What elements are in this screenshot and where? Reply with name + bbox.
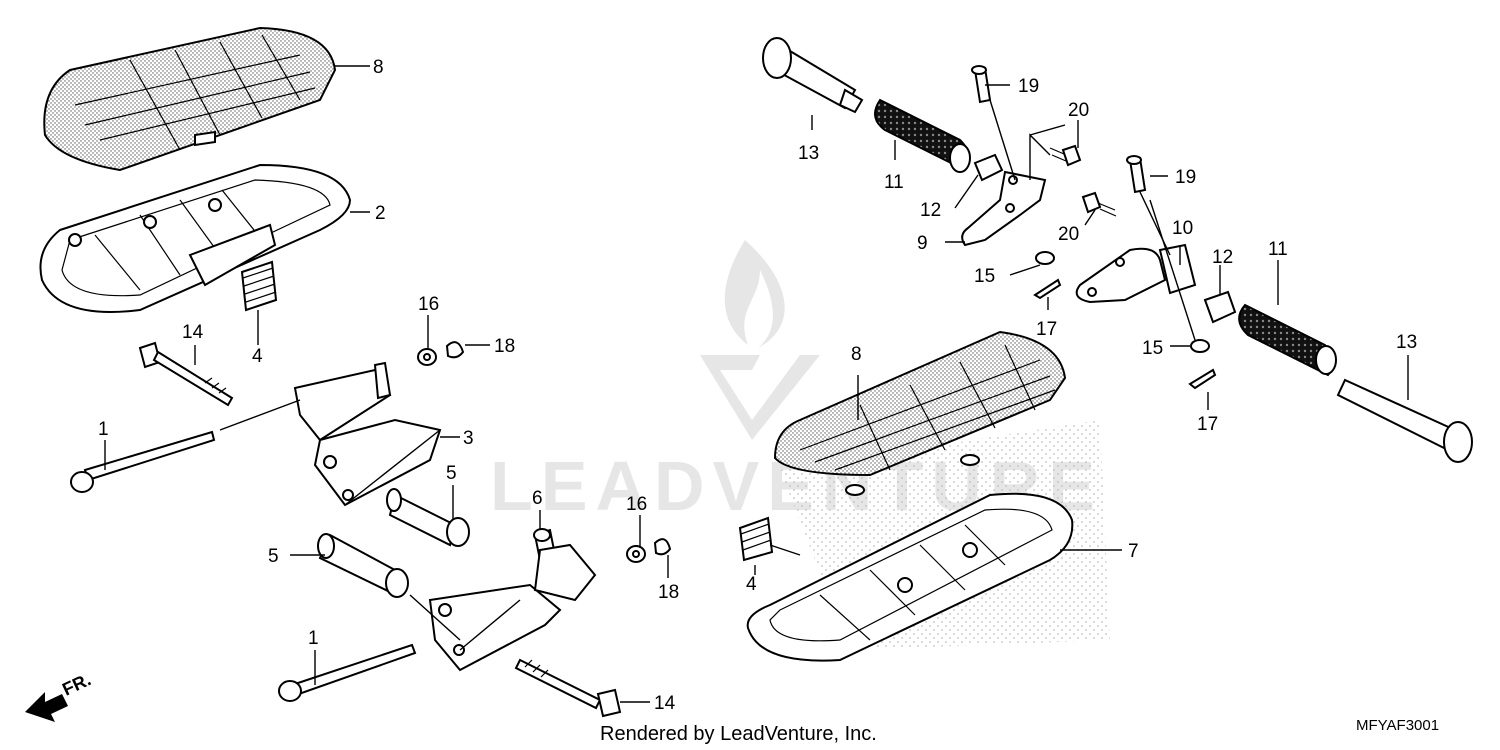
callout-5-lower: 5 bbox=[268, 546, 279, 567]
callout-17-right: 17 bbox=[1197, 414, 1218, 435]
callout-1-lower: 1 bbox=[308, 628, 319, 649]
part-17-cotter-right[interactable] bbox=[1188, 368, 1217, 390]
part-20-bolt-lower[interactable] bbox=[1081, 191, 1117, 217]
part-13-peg-end-upper[interactable] bbox=[762, 37, 864, 114]
part-11-grip-upper[interactable] bbox=[874, 98, 971, 173]
part-4-spring-left[interactable] bbox=[240, 260, 278, 312]
callout-20-lower: 20 bbox=[1058, 224, 1079, 245]
leader-lines-left bbox=[104, 65, 669, 703]
callout-4-left: 4 bbox=[252, 346, 263, 367]
part-1-pivot-pin-lower[interactable] bbox=[278, 643, 417, 702]
part-19-pin-upper[interactable] bbox=[971, 65, 992, 104]
callout-18-upper: 18 bbox=[494, 336, 515, 357]
callout-10: 10 bbox=[1172, 218, 1193, 239]
callout-3: 3 bbox=[463, 428, 474, 449]
part-12-cushion-upper[interactable] bbox=[973, 153, 1004, 182]
part-16-washer-lower[interactable] bbox=[626, 545, 646, 563]
callout-19-upper: 19 bbox=[1018, 76, 1039, 97]
callout-8-left: 8 bbox=[373, 57, 384, 78]
part-8-rubber-pad-left[interactable] bbox=[43, 26, 337, 172]
callout-8-right: 8 bbox=[851, 344, 862, 365]
front-direction-arrow: FR. bbox=[25, 669, 94, 722]
callout-13-right: 13 bbox=[1396, 332, 1417, 353]
callout-15-left: 15 bbox=[974, 266, 995, 287]
part-18-clip-lower[interactable] bbox=[653, 538, 672, 556]
callout-5-upper: 5 bbox=[446, 463, 457, 484]
callout-13-upper: 13 bbox=[798, 143, 819, 164]
part-9-peg-bracket[interactable] bbox=[961, 170, 1047, 247]
part-3-bracket-left[interactable] bbox=[293, 361, 442, 507]
part-18-clip-upper[interactable] bbox=[445, 341, 465, 359]
callout-6: 6 bbox=[532, 488, 543, 509]
leader-lines-right bbox=[754, 84, 1409, 575]
callout-labels: 8 2 4 14 1 3 5 16 18 5 6 16 18 1 14 13 1… bbox=[98, 57, 1417, 714]
part-15-washer-left[interactable] bbox=[1035, 251, 1055, 265]
part-11-grip-right[interactable] bbox=[1238, 303, 1337, 377]
callout-16-lower: 16 bbox=[626, 494, 647, 515]
part-19-pin-lower[interactable] bbox=[1126, 155, 1147, 194]
callout-11-right: 11 bbox=[1268, 239, 1288, 260]
part-12-cushion-right[interactable] bbox=[1203, 290, 1237, 324]
callout-16-upper: 16 bbox=[418, 294, 439, 315]
callout-12-right: 12 bbox=[1212, 247, 1233, 268]
callout-12-upper: 12 bbox=[920, 200, 941, 221]
direction-label: FR. bbox=[59, 669, 94, 699]
callout-15-right: 15 bbox=[1142, 338, 1163, 359]
callout-17-left: 17 bbox=[1036, 319, 1057, 340]
callout-18-lower: 18 bbox=[658, 582, 679, 603]
part-14-bolt-left[interactable] bbox=[138, 341, 234, 407]
part-7-floorboard-frame[interactable] bbox=[746, 492, 1074, 662]
callout-7: 7 bbox=[1128, 541, 1139, 562]
callout-20-upper: 20 bbox=[1068, 100, 1089, 121]
callout-4-right: 4 bbox=[746, 574, 757, 595]
footer-credit: Rendered by LeadVenture, Inc. bbox=[600, 723, 877, 745]
part-8-rubber-pad-right[interactable] bbox=[773, 330, 1067, 496]
part-1-pivot-pin-left[interactable] bbox=[70, 430, 216, 493]
part-17-cotter-left[interactable] bbox=[1033, 278, 1062, 300]
part-15-washer-right[interactable] bbox=[1190, 339, 1210, 353]
part-2-floorboard-frame[interactable] bbox=[39, 163, 352, 313]
part-14-bolt-lower[interactable] bbox=[514, 658, 622, 718]
part-13-peg-end-right[interactable] bbox=[1336, 378, 1473, 463]
callout-14-left: 14 bbox=[182, 322, 204, 343]
part-5-collar-upper[interactable] bbox=[386, 488, 470, 547]
callout-2: 2 bbox=[375, 203, 386, 224]
part-5-collar-lower[interactable] bbox=[317, 533, 409, 598]
part-16-washer-upper[interactable] bbox=[417, 348, 437, 366]
callout-11-upper: 11 bbox=[884, 172, 904, 193]
callout-19-lower: 19 bbox=[1175, 167, 1196, 188]
part-20-bolt-upper[interactable] bbox=[1049, 144, 1082, 167]
part-10-peg-bracket[interactable] bbox=[1075, 243, 1197, 304]
callout-14-lower: 14 bbox=[654, 693, 676, 714]
callout-9: 9 bbox=[917, 233, 928, 254]
callout-1-left: 1 bbox=[98, 419, 109, 440]
part-lower-bracket[interactable] bbox=[428, 543, 597, 672]
diagram-code: MFYAF3001 bbox=[1356, 717, 1439, 734]
part-4-spring-right[interactable] bbox=[738, 516, 774, 562]
